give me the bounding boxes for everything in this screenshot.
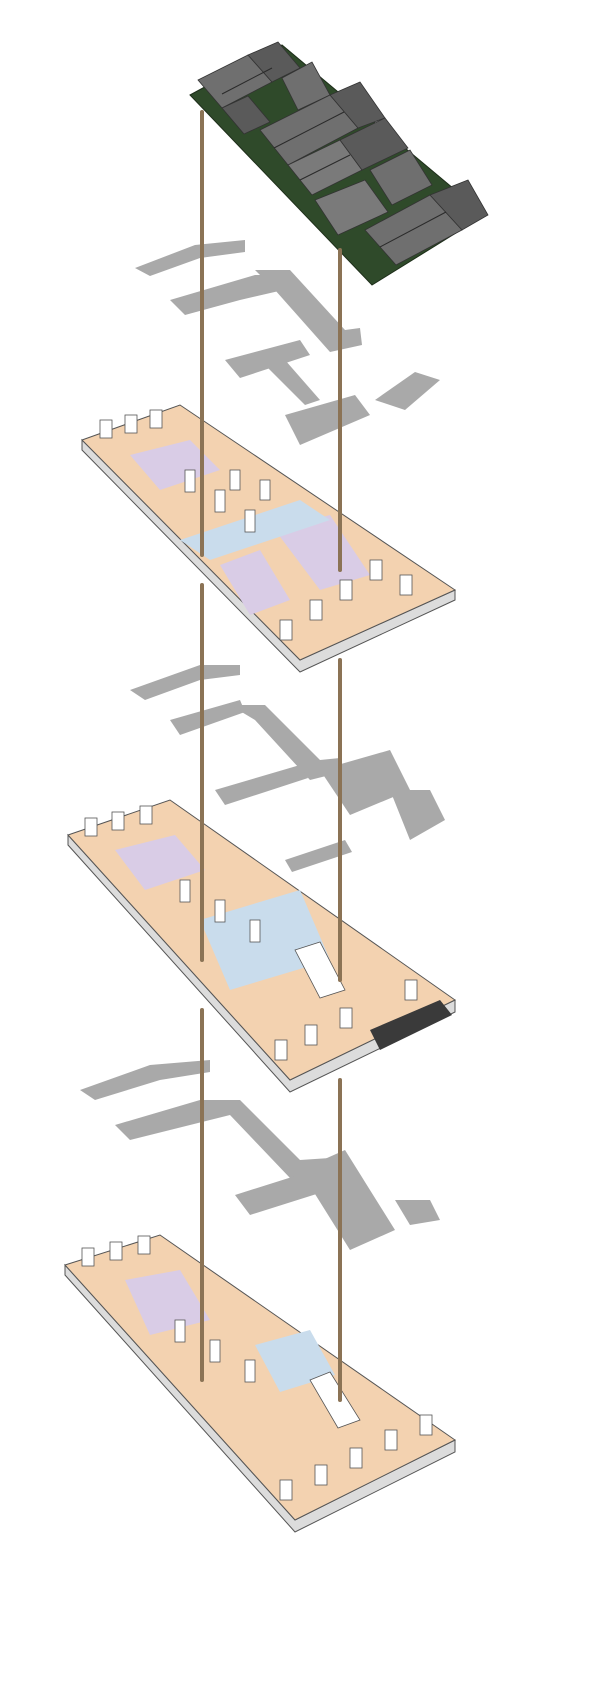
ground-stair xyxy=(309,1371,361,1429)
middle-dark-deck xyxy=(370,1000,452,1050)
floor-plan-middle xyxy=(67,799,456,1093)
middle-lilac-zone xyxy=(115,835,205,890)
ground-walls xyxy=(81,1235,433,1501)
middle-walls xyxy=(84,805,418,1061)
ground-lilac-zone xyxy=(125,1270,210,1335)
floor-plan-ground xyxy=(64,1234,456,1533)
ceiling-plan-2 xyxy=(130,665,445,872)
roof-ridges xyxy=(221,67,447,248)
middle-stair xyxy=(294,941,346,999)
roof-layer xyxy=(189,41,489,286)
structural-columns xyxy=(200,110,342,1402)
ceiling-plan-1 xyxy=(135,240,440,445)
ground-blue-zone xyxy=(255,1330,335,1392)
upper-lilac-zone-1 xyxy=(130,440,220,490)
floor-plan-upper xyxy=(81,404,457,673)
ceiling-plan-3 xyxy=(80,1060,440,1250)
roof-gables xyxy=(197,41,489,266)
upper-lilac-zone-3 xyxy=(275,515,370,590)
upper-lilac-zone-2 xyxy=(220,550,290,615)
upper-walls xyxy=(99,409,413,641)
middle-blue-corridor xyxy=(200,890,330,990)
